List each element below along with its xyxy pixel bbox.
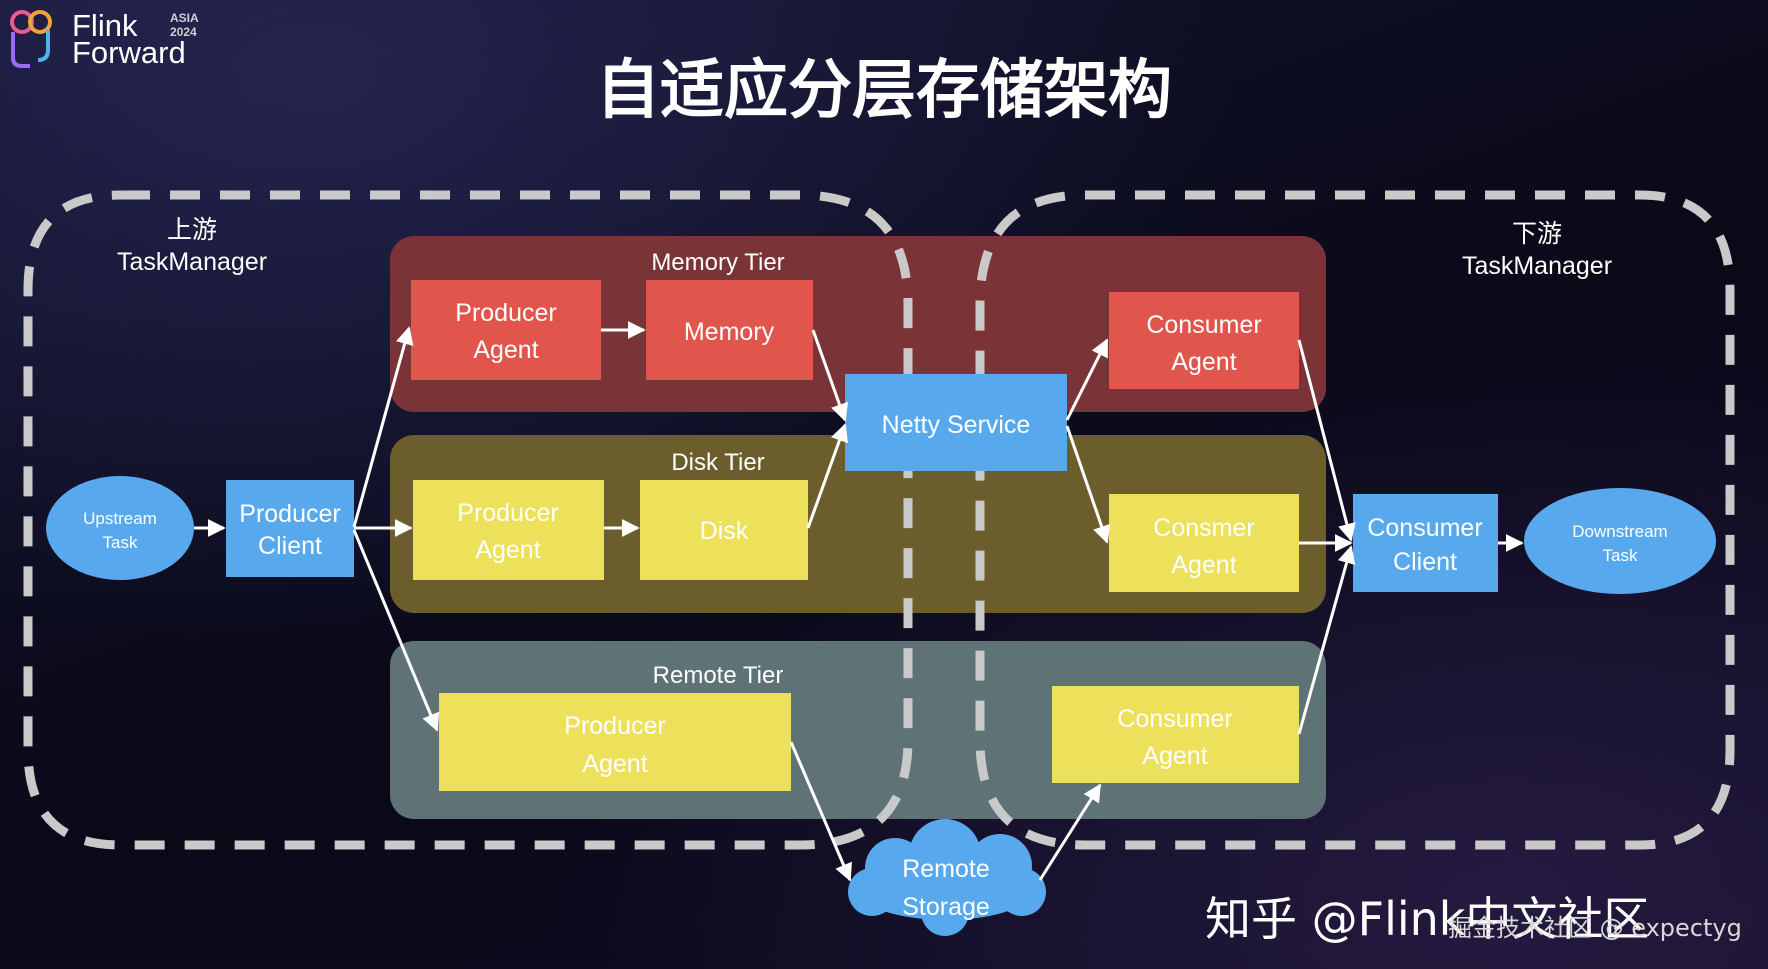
- consumer-client-line1: Consumer: [1367, 514, 1482, 542]
- arrow-icon: [789, 741, 852, 882]
- disk-node: [640, 480, 808, 580]
- logo-line1: Flink: [72, 8, 138, 43]
- disk-consumer-agent-node: [1109, 494, 1299, 592]
- memory-producer-agent-line2: Agent: [473, 336, 538, 364]
- arrow-icon: [1297, 339, 1356, 542]
- arrow-icon: [811, 329, 849, 422]
- memory-consumer-agent-line2: Agent: [1171, 348, 1236, 376]
- memory-tier-label: Memory Tier: [651, 249, 784, 276]
- arrow-icon: [1038, 783, 1102, 881]
- producer-client-node: [226, 480, 354, 577]
- remote-consumer-agent-line1: Consumer: [1117, 705, 1232, 733]
- disk-producer-agent-line1: Producer: [457, 499, 558, 527]
- netty-service-label: Netty Service: [882, 411, 1031, 439]
- memory-producer-agent-line1: Producer: [455, 299, 556, 327]
- logo-tag1: ASIA: [170, 11, 199, 25]
- remote-storage-line1: Remote: [902, 855, 990, 883]
- remote-producer-agent-node: [439, 693, 791, 791]
- memory-consumer-agent-node: [1109, 292, 1299, 389]
- remote-storage-line2: Storage: [902, 893, 990, 921]
- disk-tier-band: [390, 435, 1326, 613]
- remote-producer-agent-line2: Agent: [582, 750, 647, 778]
- arrow-icon: [806, 423, 848, 529]
- remote-tier-label: Remote Tier: [653, 662, 784, 689]
- disk-consumer-agent-line1: Consmer: [1153, 514, 1254, 542]
- downstream-task-line2: Task: [1603, 546, 1638, 565]
- memory-consumer-agent-line1: Consumer: [1146, 311, 1261, 339]
- upstream-taskmanager-boundary: [23, 190, 913, 850]
- arrow-icon: [352, 529, 440, 732]
- arrow-icon: [1065, 425, 1111, 544]
- upstream-tm-label-line1: 上游: [167, 216, 217, 244]
- upstream-task-node: [46, 476, 194, 580]
- upstream-tm-label-line2: TaskManager: [117, 248, 267, 276]
- memory-producer-agent-node: [411, 280, 601, 380]
- watermark-main: 知乎 @Flink中文社区: [1205, 892, 1649, 946]
- disk-label: Disk: [700, 517, 749, 545]
- flink-forward-logo: Flink Forward ASIA 2024: [10, 8, 199, 70]
- producer-client-line1: Producer: [239, 500, 340, 528]
- flink-forward-logo-icon: [10, 10, 52, 68]
- upstream-task-line2: Task: [103, 533, 138, 552]
- memory-label: Memory: [684, 318, 775, 346]
- downstream-taskmanager-boundary: [975, 190, 1735, 850]
- disk-tier-label: Disk Tier: [671, 449, 764, 476]
- disk-producer-agent-line2: Agent: [475, 536, 540, 564]
- netty-service-node: [845, 374, 1067, 471]
- page-title: 自适应分层存储架构: [596, 54, 1172, 128]
- downstream-tm-label-line1: 下游: [1512, 220, 1562, 248]
- flow-arrows: [194, 321, 1524, 882]
- remote-producer-agent-line1: Producer: [564, 712, 665, 740]
- downstream-task-node: [1524, 488, 1716, 594]
- disk-consumer-agent-line2: Agent: [1171, 551, 1236, 579]
- arrow-icon: [1297, 545, 1356, 735]
- memory-node: [646, 280, 813, 380]
- consumer-client-line2: Client: [1393, 548, 1457, 576]
- disk-producer-agent-node: [413, 480, 604, 580]
- producer-client-line2: Client: [258, 532, 322, 560]
- upstream-task-line1: Upstream: [83, 509, 157, 528]
- consumer-client-node: [1353, 494, 1498, 592]
- logo-tag2: 2024: [170, 25, 197, 39]
- remote-consumer-agent-line2: Agent: [1142, 742, 1207, 770]
- watermark-sub: 掘金技术社区 @ expectyg: [1448, 914, 1742, 942]
- arrow-icon: [1065, 338, 1109, 421]
- downstream-tm-label-line2: TaskManager: [1462, 252, 1612, 280]
- logo-line2: Forward: [72, 35, 186, 70]
- downstream-task-line1: Downstream: [1572, 522, 1667, 541]
- remote-consumer-agent-node: [1052, 686, 1299, 783]
- cloud-icon: [848, 819, 1046, 936]
- arrow-icon: [352, 326, 414, 528]
